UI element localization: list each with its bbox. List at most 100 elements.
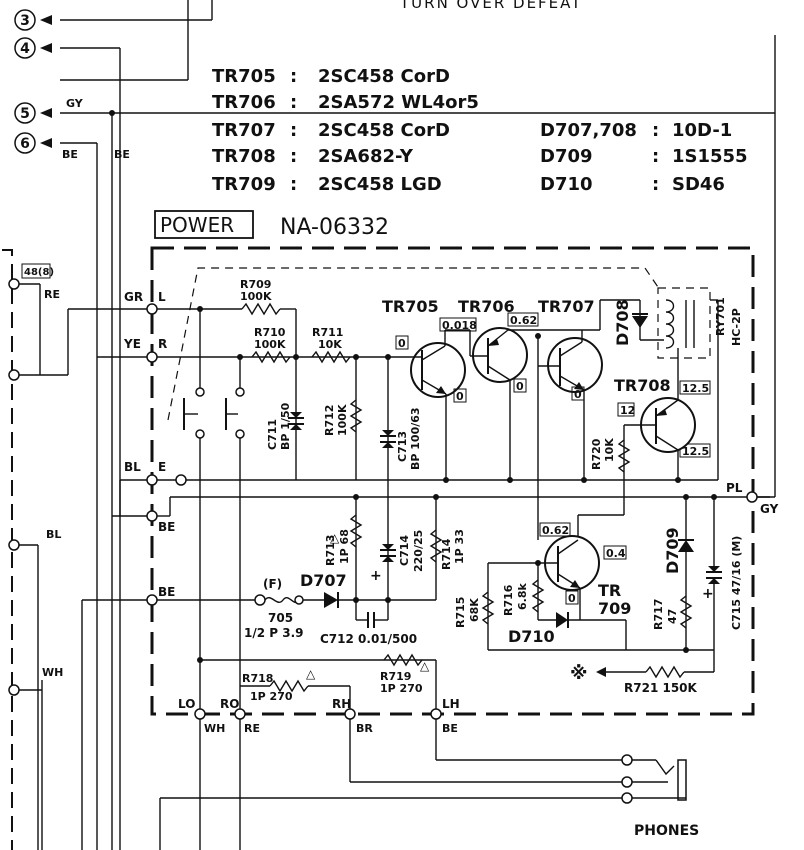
- svg-text:(F): (F): [263, 577, 282, 591]
- asterisk-mark: ※: [570, 663, 588, 684]
- board-title-box: [154, 210, 254, 239]
- svg-text:10K: 10K: [603, 438, 616, 462]
- tr705-part: 2SC458 CorD: [318, 66, 450, 87]
- label-pl: PL: [726, 481, 743, 495]
- resistor-r719: [383, 653, 423, 667]
- svg-text:1P 270: 1P 270: [250, 690, 293, 703]
- terminal-pl: [746, 491, 758, 503]
- phones-jack: [621, 754, 687, 804]
- capacitor-c715: +: [702, 566, 722, 650]
- diode-table: D707,708 : 10D-1 D709 : 1S1555 D710 : SD…: [540, 120, 748, 195]
- svg-text:△: △: [420, 659, 430, 673]
- svg-text:1/2 P 3.9: 1/2 P 3.9: [244, 626, 304, 640]
- tr707-label: TR707: [538, 297, 595, 316]
- resistor-r721: [645, 665, 685, 679]
- diode-d709: [678, 539, 694, 650]
- svg-text:RY701: RY701: [714, 297, 727, 336]
- svg-text:6.8k: 6.8k: [516, 583, 529, 610]
- tr707-part: 2SC458 CorD: [318, 120, 450, 141]
- svg-text:0.62: 0.62: [542, 524, 569, 537]
- svg-text:R711: R711: [312, 326, 343, 339]
- svg-text:R: R: [158, 337, 167, 351]
- switch-linkage: [167, 267, 661, 421]
- svg-text:RH: RH: [332, 697, 351, 711]
- svg-text:1P 33: 1P 33: [453, 529, 466, 564]
- svg-text:R719: R719: [380, 670, 411, 683]
- svg-text:12.5: 12.5: [682, 445, 709, 458]
- connector-5: 5: [14, 102, 52, 124]
- svg-text::: :: [290, 174, 297, 195]
- side-label-bl: BL: [46, 528, 61, 541]
- side-label-wh: WH: [42, 666, 63, 679]
- connector-6: 6: [14, 132, 52, 154]
- svg-text:R714: R714: [440, 538, 453, 570]
- svg-text:D707: D707: [300, 571, 347, 590]
- svg-text:BP 1/50: BP 1/50: [279, 402, 292, 450]
- svg-text:0: 0: [516, 380, 524, 393]
- phones-label: PHONES: [634, 823, 699, 839]
- svg-text:0: 0: [568, 592, 576, 605]
- tr705-label: TR705: [382, 297, 439, 316]
- turn-over-defeat-label: TURN OVER DEFEAT: [399, 0, 582, 12]
- d709-ref: D709: [540, 146, 593, 167]
- svg-text:RO: RO: [220, 697, 239, 711]
- diode-d708: [632, 300, 664, 341]
- tr707-ref: TR707: [212, 120, 276, 141]
- diode-d707: [324, 592, 339, 608]
- svg-text:68K: 68K: [468, 598, 481, 622]
- svg-text:C712 0.01/500: C712 0.01/500: [320, 632, 417, 646]
- tr709-ref: TR709: [212, 174, 276, 195]
- resistor-r718: [269, 679, 309, 693]
- tr706-part: 2SA572 WL4or5: [318, 92, 479, 113]
- svg-text:R718: R718: [242, 672, 273, 685]
- svg-text:LH: LH: [442, 697, 460, 711]
- svg-text:R713: R713: [324, 535, 337, 566]
- svg-text:4: 4: [20, 41, 30, 57]
- tr709-part: 2SC458 LGD: [318, 174, 442, 195]
- svg-text:TR: TR: [598, 581, 621, 600]
- svg-text:BR: BR: [356, 722, 373, 735]
- svg-text:705: 705: [268, 611, 293, 625]
- resistor-r712: [349, 399, 363, 433]
- svg-text:BE: BE: [158, 520, 175, 534]
- diode-d710: [556, 612, 626, 628]
- svg-text:LO: LO: [178, 697, 195, 711]
- svg-text:0.018: 0.018: [442, 319, 477, 332]
- svg-text:GR: GR: [124, 290, 143, 304]
- board-part-number: NA-06332: [280, 215, 389, 240]
- resistor-r711: [311, 350, 351, 364]
- svg-text:HC-2P: HC-2P: [730, 308, 743, 346]
- relay-ry701: [657, 287, 718, 359]
- transistor-tr709: [538, 535, 600, 620]
- svg-text:L: L: [158, 290, 166, 304]
- svg-text:BE: BE: [442, 722, 458, 735]
- svg-text:△: △: [330, 531, 340, 545]
- svg-text:3: 3: [20, 13, 30, 29]
- svg-text:△: △: [306, 667, 316, 681]
- transistor-tr708: [624, 348, 696, 480]
- svg-text:R710: R710: [254, 326, 286, 339]
- switch-turn-over: [183, 306, 245, 850]
- svg-text:+: +: [370, 568, 382, 584]
- resistor-r713: [349, 514, 363, 548]
- resistor-r717: [679, 595, 693, 629]
- output-terminals: LO RO RH LH WH RE BR BE: [178, 697, 460, 735]
- svg-text:YE: YE: [123, 337, 141, 351]
- svg-text:R716: R716: [502, 584, 515, 616]
- svg-text::: :: [290, 120, 297, 141]
- transistor-tr707: [537, 336, 603, 540]
- svg-text::: :: [652, 174, 659, 195]
- svg-text:220/25: 220/25: [412, 530, 425, 572]
- resistor-r714: [429, 529, 443, 563]
- wire-label-be: BE: [62, 148, 78, 161]
- left-connector-panel: 48(8) RE BL WH: [2, 249, 152, 850]
- side-label-re: RE: [44, 288, 60, 301]
- svg-text:D710: D710: [508, 627, 555, 646]
- label-gy: GY: [760, 502, 779, 516]
- tr708-part: 2SA682-Y: [318, 146, 414, 167]
- svg-text:12.5: 12.5: [682, 382, 709, 395]
- wire-label-gy: GY: [66, 97, 84, 110]
- svg-text:R717: R717: [652, 599, 665, 630]
- svg-text:0: 0: [456, 390, 464, 403]
